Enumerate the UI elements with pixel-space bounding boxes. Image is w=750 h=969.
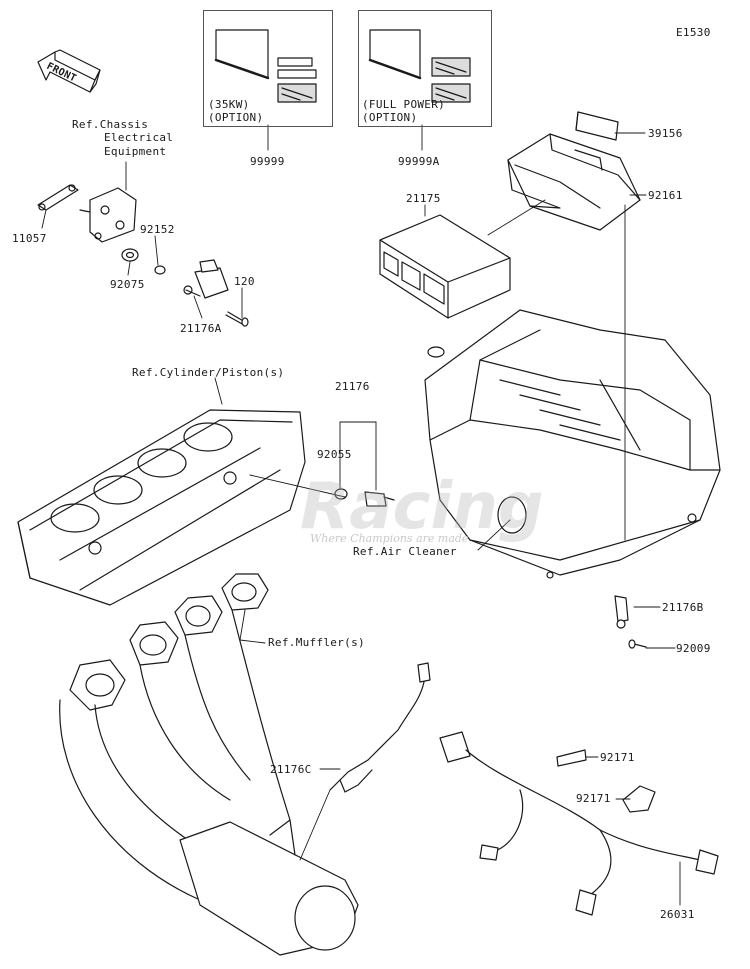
part-11057: 11057 (12, 232, 47, 245)
sticker-35kw-icon (214, 29, 317, 103)
option-box-35kw (203, 10, 333, 127)
air-cleaner-icon (424, 309, 721, 579)
temperature-sensor-icon (364, 491, 395, 507)
ref-cylinder-piston: Ref.Cylinder/Piston(s) (132, 366, 285, 379)
part-99999: 99999 (250, 155, 285, 168)
ref-muffler: Ref.Muffler(s) (268, 636, 365, 649)
part-26031: 26031 (660, 908, 695, 921)
ref-chassis-line2: Electrical (104, 131, 174, 144)
screw-icon (628, 639, 647, 649)
ecu-unit-icon (379, 214, 511, 319)
part-21176: 21176 (335, 380, 370, 393)
part-92152: 92152 (140, 223, 175, 236)
part-92075: 92075 (110, 278, 145, 291)
part-21176a: 21176A (180, 322, 222, 335)
cylinder-block-icon (17, 409, 306, 606)
option-full-power-line1: (FULL POWER) (362, 98, 446, 111)
part-92055: 92055 (317, 448, 352, 461)
option-35kw-line1: (35KW) (208, 98, 250, 111)
o-ring-icon (334, 488, 348, 500)
oxygen-sensor-icon (329, 662, 431, 793)
band-clamp-icon (622, 785, 656, 813)
part-120: 120 (234, 275, 255, 288)
part-21176b: 21176B (662, 601, 704, 614)
leader-lines (41, 124, 681, 906)
wiring-harness-icon (439, 731, 719, 916)
intake-temp-sensor-icon (614, 595, 629, 629)
watermark-tagline: Where Champions are made (310, 532, 469, 545)
part-21175: 21175 (406, 192, 441, 205)
option-box-full-power (358, 10, 492, 127)
part-21176c: 21176C (270, 763, 312, 776)
part-92171-clamp: 92171 (600, 751, 635, 764)
sticker-full-power-icon (368, 29, 471, 103)
bracket-icon (37, 184, 137, 243)
part-92009: 92009 (676, 642, 711, 655)
pressure-sensor-icon (183, 259, 229, 299)
front-arrow-icon (37, 49, 101, 93)
part-99999a: 99999A (398, 155, 440, 168)
bolt-icon (225, 311, 249, 327)
ref-air-cleaner: Ref.Air Cleaner (353, 545, 457, 558)
part-92161: 92161 (648, 189, 683, 202)
option-35kw-line2: (OPTION) (208, 111, 264, 124)
part-39156: 39156 (648, 127, 683, 140)
ecu-cover-icon (507, 133, 641, 231)
grommet-icon (121, 248, 139, 262)
ref-chassis-line1: Ref.Chassis (72, 118, 149, 131)
diagram-code: E1530 (676, 26, 711, 39)
ecu-pad-icon (575, 111, 619, 141)
option-full-power-line2: (OPTION) (362, 111, 418, 124)
part-92171-band: 92171 (576, 792, 611, 805)
collar-icon (154, 265, 166, 275)
exhaust-header-icon (59, 573, 359, 956)
watermark-brand: Racing (300, 470, 544, 544)
ref-chassis-line3: Equipment (104, 145, 167, 158)
clamp-icon (556, 749, 587, 767)
